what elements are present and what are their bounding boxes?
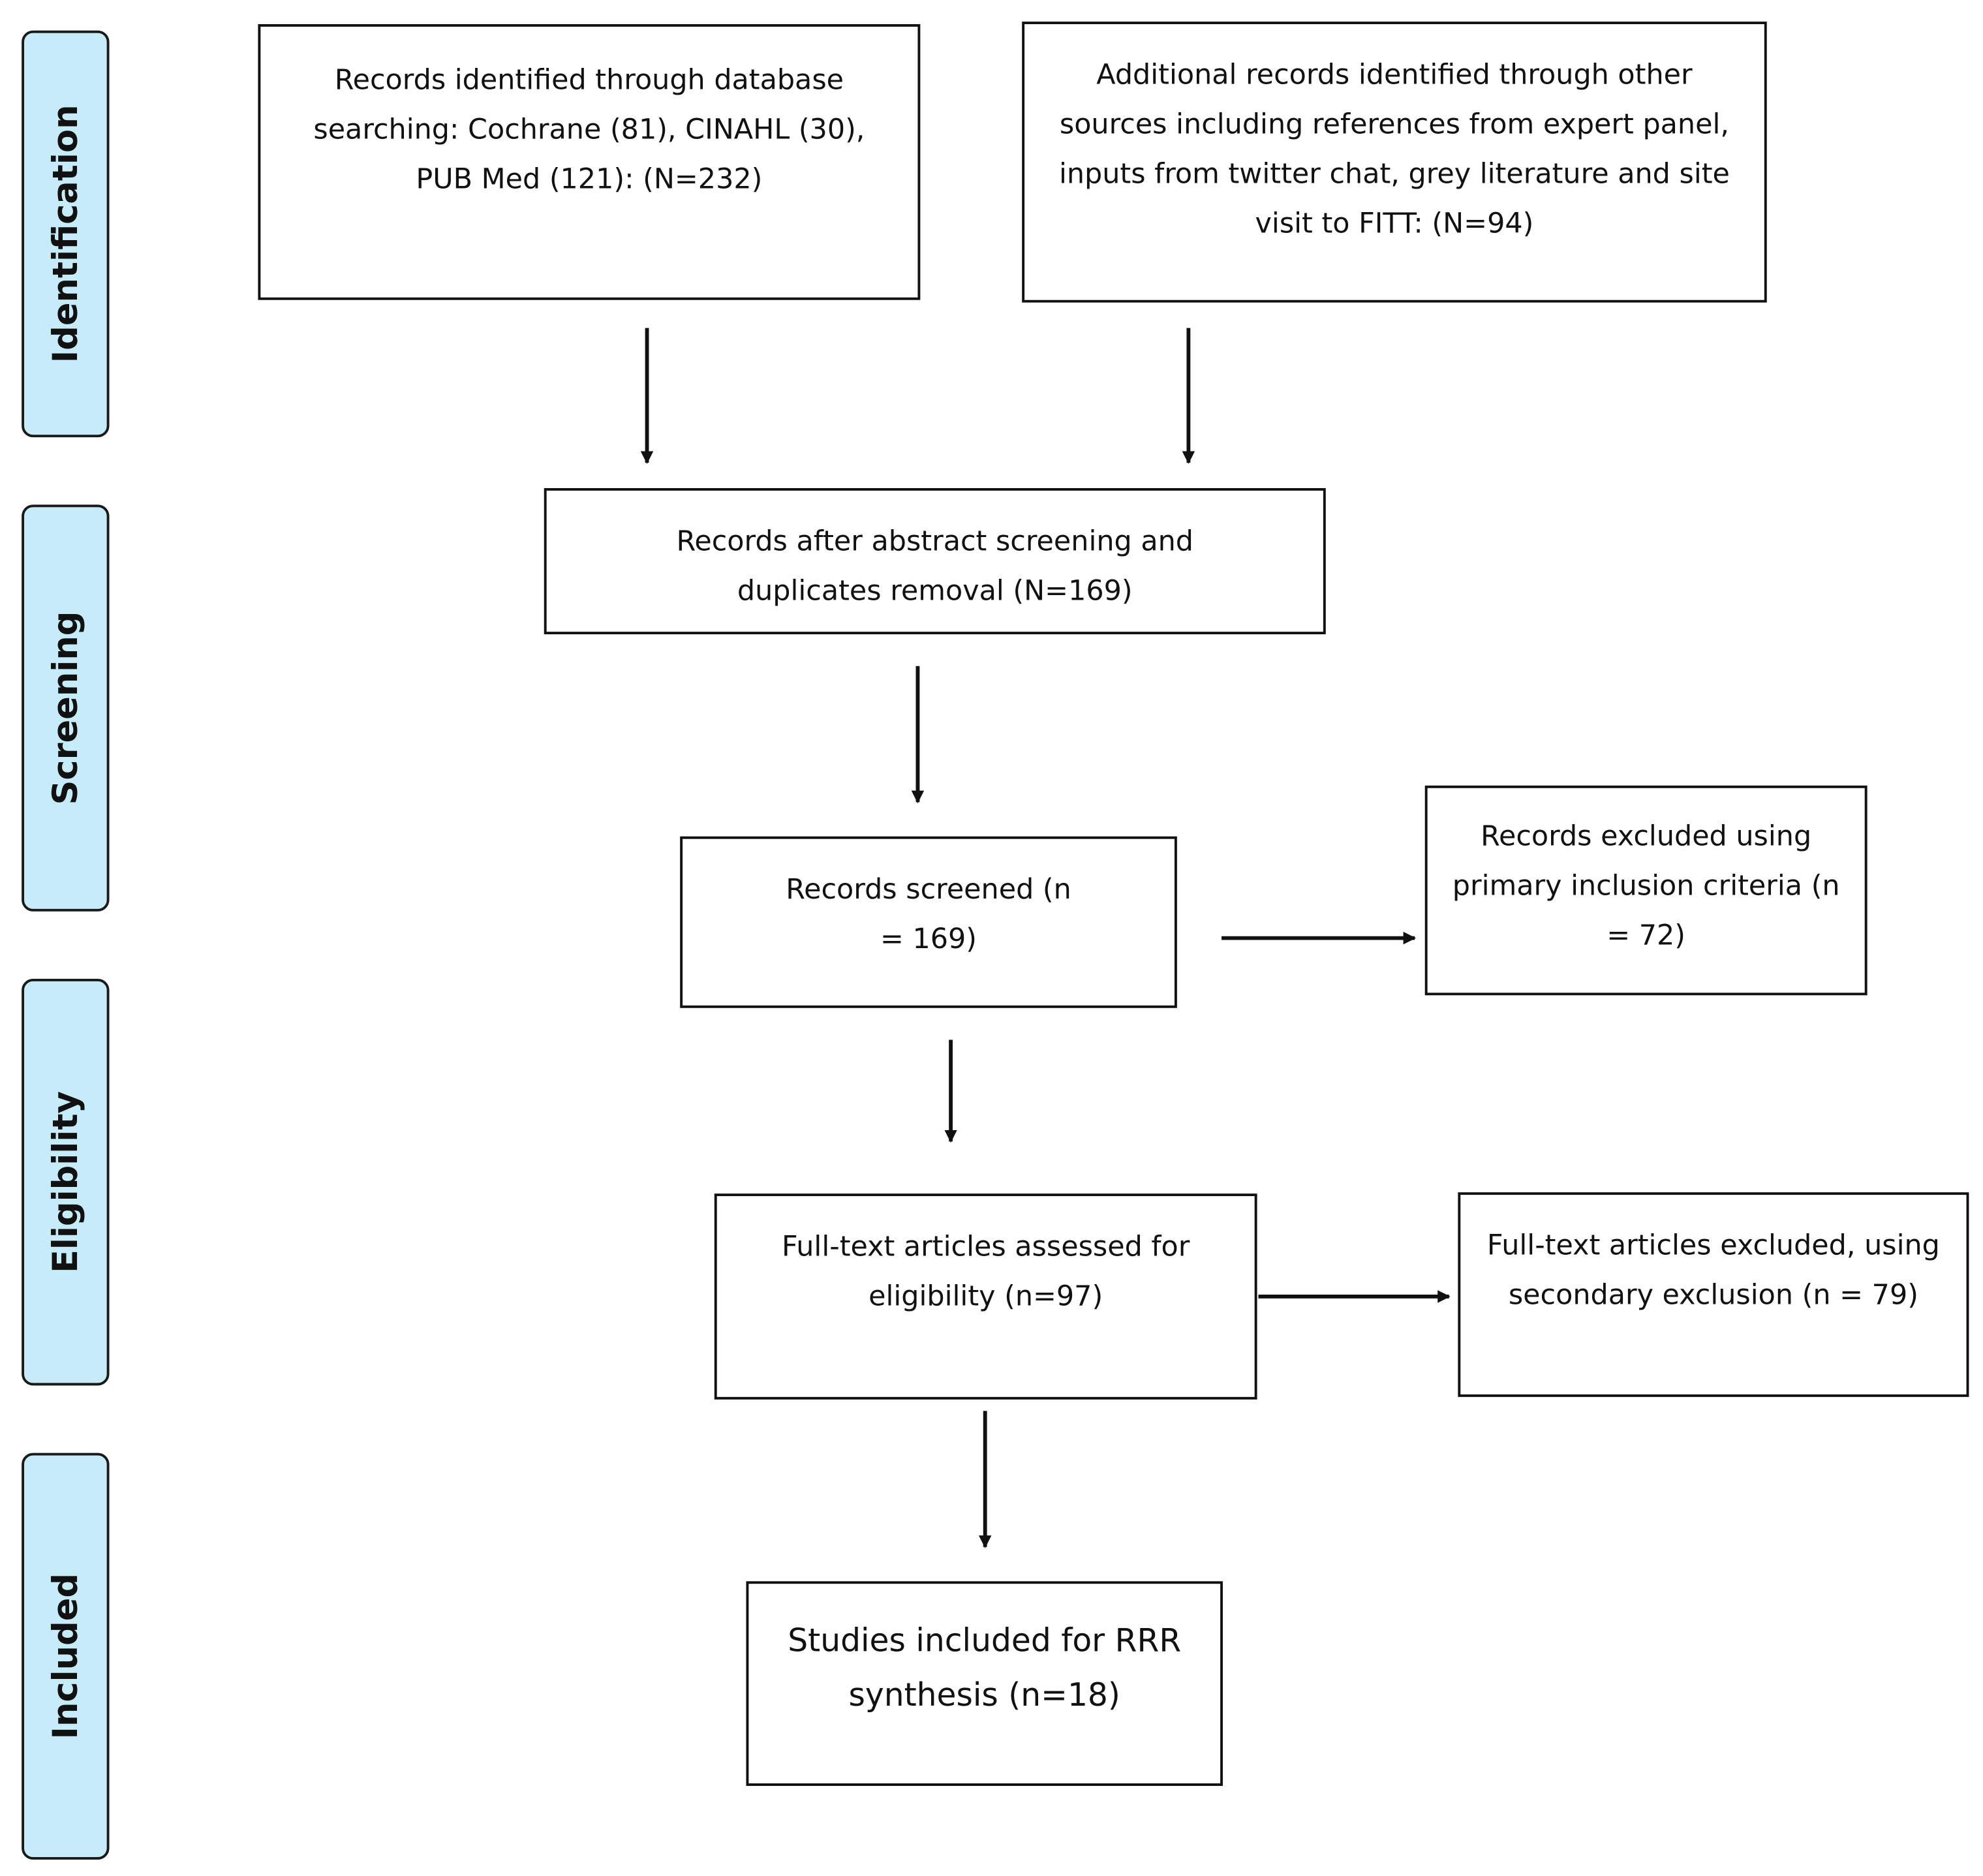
box-fulltext-excluded-text: Full-text articles excluded, using secon… xyxy=(1486,1230,1940,1312)
box-other-sources-text: Additional records identified through ot… xyxy=(1058,59,1730,240)
box-fulltext-assessed: Full-text articles assessed for eligibil… xyxy=(714,1193,1257,1400)
box-excluded-primary: Records excluded using primary inclusion… xyxy=(1424,785,1868,996)
box-fulltext-assessed-text: Full-text articles assessed for eligibil… xyxy=(781,1231,1190,1314)
box-database-search: Records identified through database sear… xyxy=(258,24,921,300)
phase-included: Included xyxy=(22,1453,110,1860)
box-fulltext-excluded: Full-text articles excluded, using secon… xyxy=(1458,1192,1969,1397)
phase-eligibility: Eligibility xyxy=(22,978,110,1386)
phase-identification: Identification xyxy=(22,30,110,438)
box-excluded-primary-text: Records excluded using primary inclusion… xyxy=(1452,821,1840,952)
box-after-screening-text: Records after abstract screening and dup… xyxy=(676,526,1193,608)
box-records-screened-text: Records screened (n = 169) xyxy=(786,874,1071,956)
box-studies-included-text: Studies included for RRR synthesis (n=18… xyxy=(788,1622,1182,1713)
box-records-screened: Records screened (n = 169) xyxy=(680,836,1177,1008)
box-studies-included: Studies included for RRR synthesis (n=18… xyxy=(746,1581,1223,1786)
box-other-sources: Additional records identified through ot… xyxy=(1022,22,1767,303)
box-after-screening: Records after abstract screening and dup… xyxy=(544,488,1326,635)
phase-screening: Screening xyxy=(22,504,110,912)
box-database-search-text: Records identified through database sear… xyxy=(313,65,865,196)
